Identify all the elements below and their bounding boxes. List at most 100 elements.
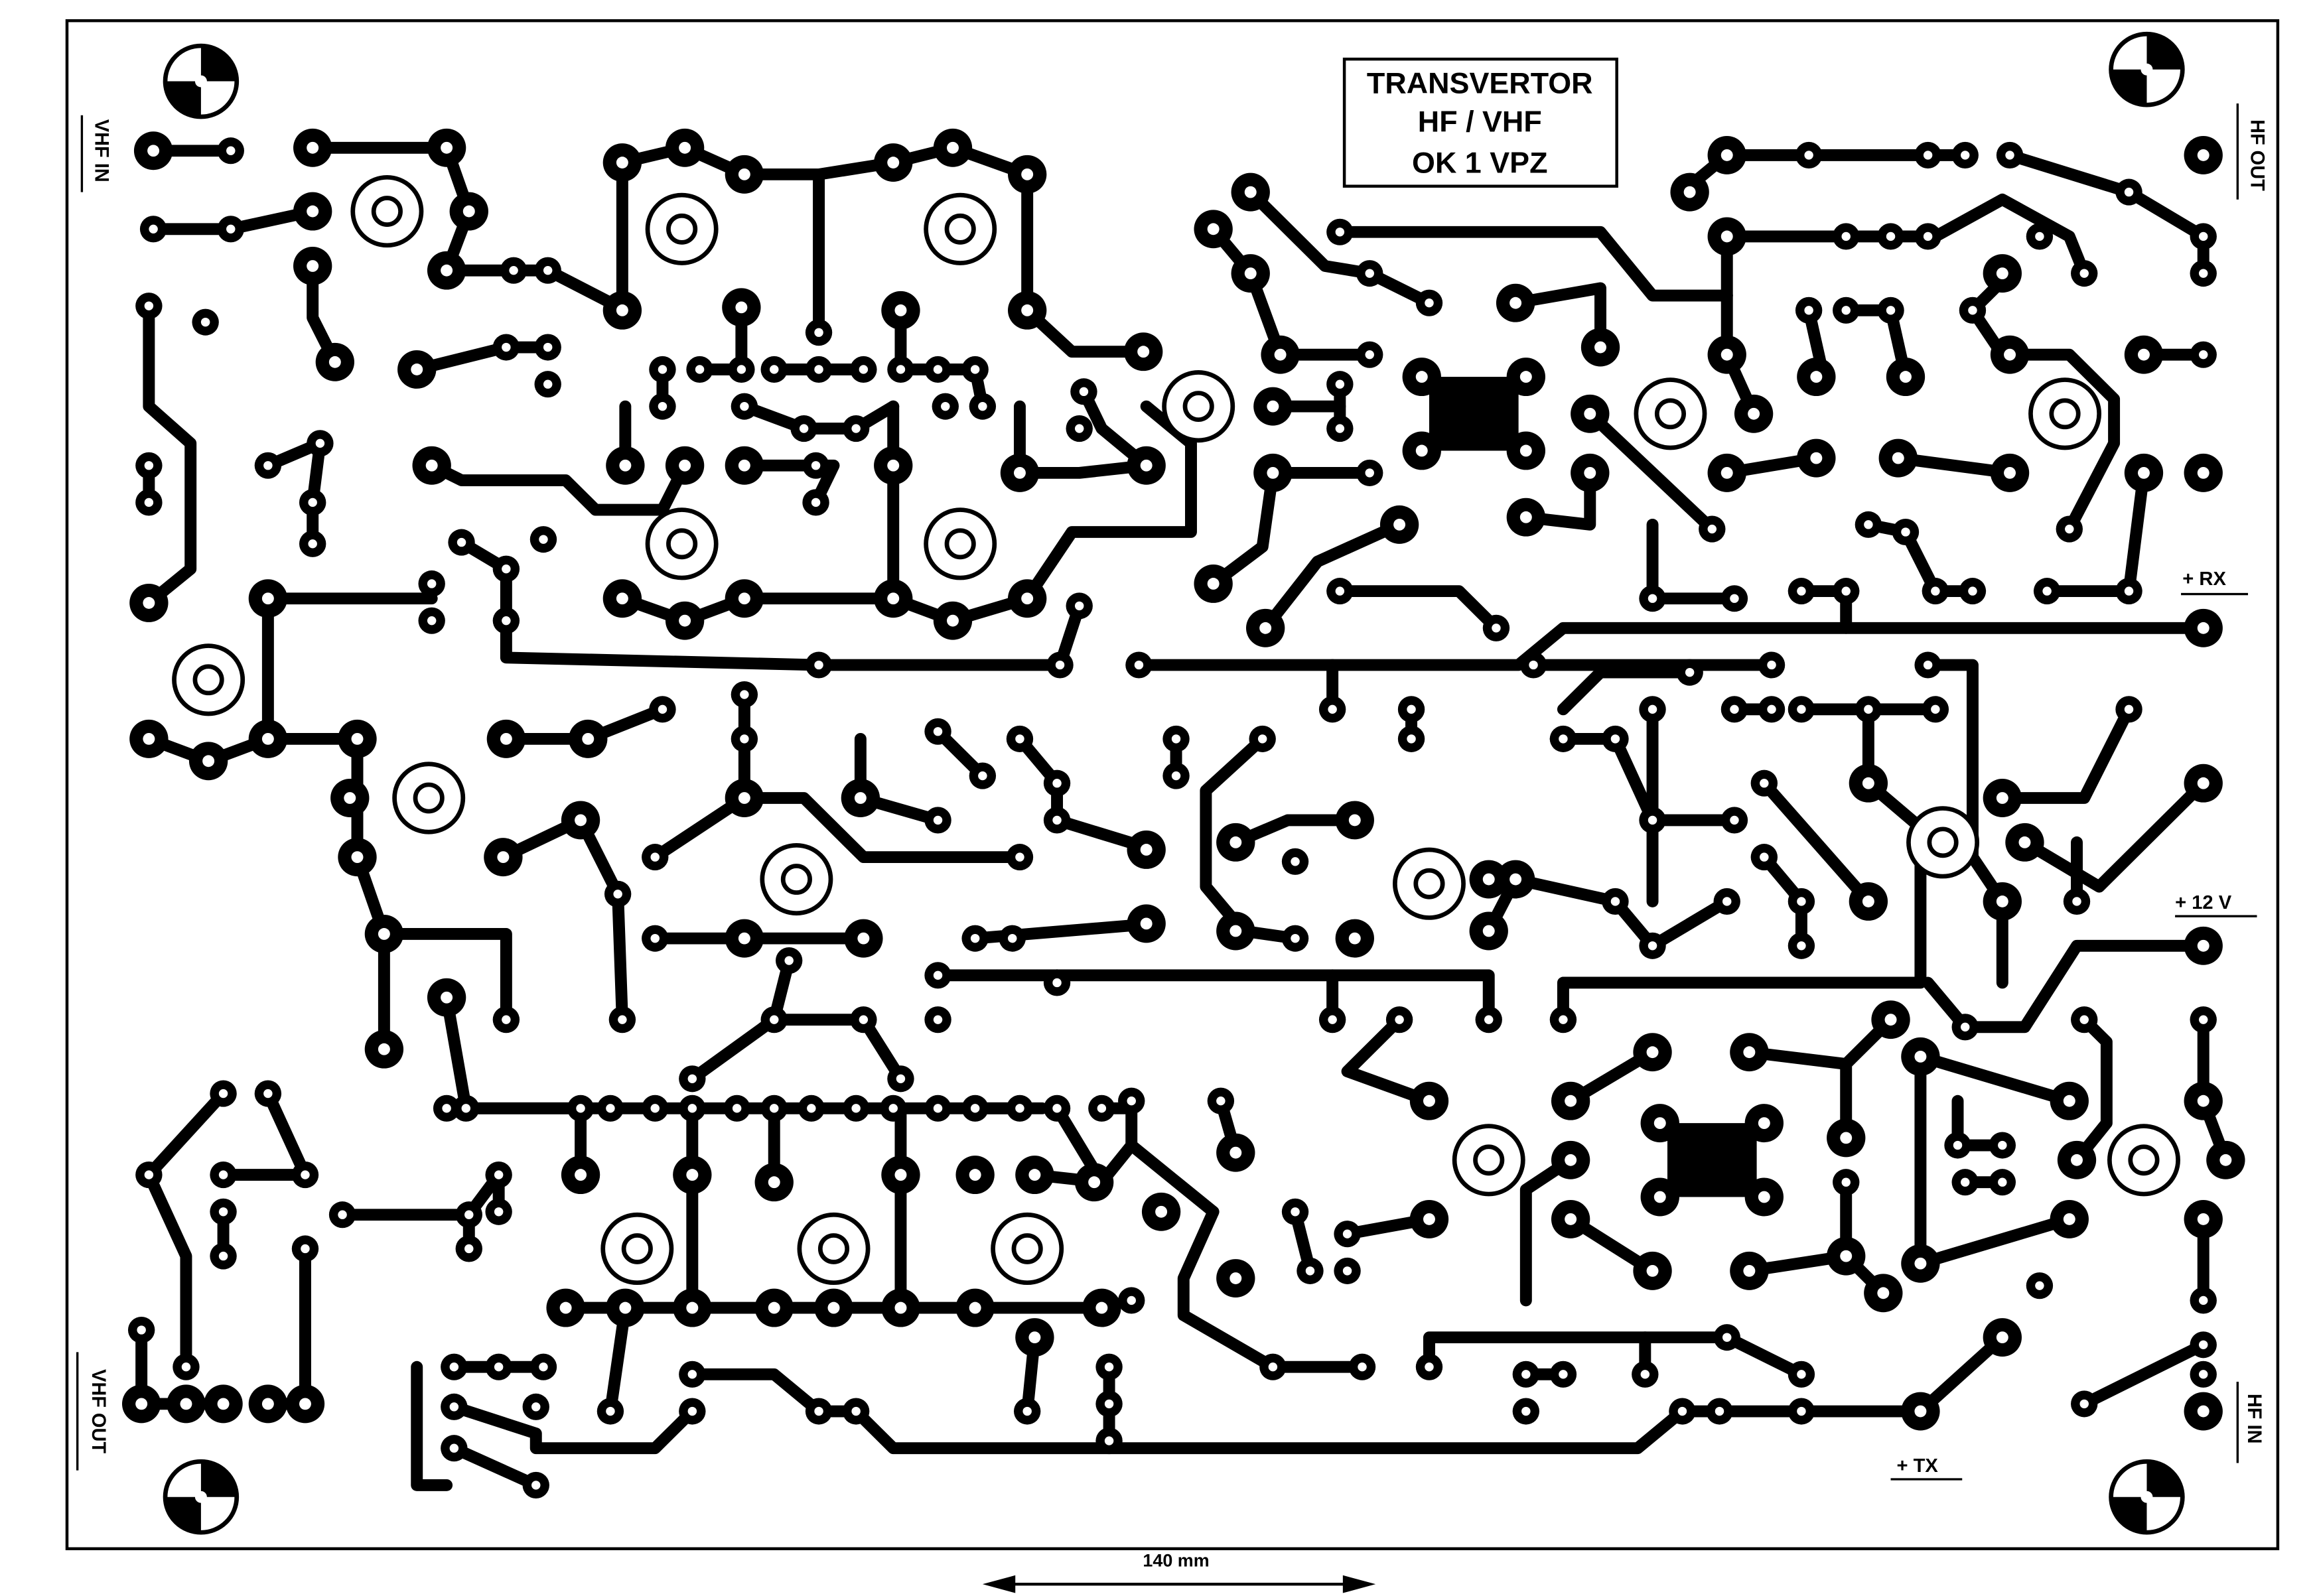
solder-pad-hole [1923,151,1933,160]
solder-pad-hole [494,1363,504,1372]
solder-pad-small [522,1393,549,1420]
solder-pad [129,583,169,622]
solder-pad-hole [1028,1169,1041,1181]
solder-pad-small [924,356,951,383]
solder-pad [1633,1033,1672,1072]
solder-pad [1496,283,1535,322]
solder-pad-hole [1797,1406,1806,1416]
solder-pad [1901,1037,1940,1076]
solder-pad-hole [1640,1370,1650,1379]
solder-pad-small [1549,1006,1577,1033]
solder-pad-hole [202,755,215,767]
solder-pad-small [441,1393,468,1420]
solder-pad-hole [1886,306,1896,315]
solder-pad-small [961,356,989,383]
solder-pad-small [492,1006,520,1033]
coil-ring-pad [392,762,466,834]
solder-pad-small [1914,141,1941,168]
solder-pad-hole [2197,939,2210,952]
solder-pad-small [2115,178,2142,206]
solder-pad-small [1118,1287,1145,1314]
solder-pad-hole [618,1015,627,1024]
solder-pad-hole [2137,348,2150,361]
coil-ring-inner [2049,398,2081,430]
solder-pad-small [1334,1257,1361,1284]
solder-pad-hole [1244,186,1257,198]
solder-pad-hole [1305,1266,1315,1276]
solder-pad-small [1914,651,1941,679]
solder-pad-hole [1584,466,1596,479]
fiducial-hole [194,75,207,88]
solder-pad-small [1720,807,1748,834]
solder-pad-small [850,1006,877,1033]
solder-pad-hole [1074,601,1084,611]
solder-pad-hole [462,205,475,218]
solder-pad [129,719,169,758]
ground-pad-hole [1758,1117,1770,1130]
solder-pad-small [2071,260,2098,287]
solder-pad-hole [1646,1046,1659,1059]
solder-pad-small [534,371,561,398]
coil-ring-pad [1634,377,1707,450]
solder-pad-small [731,393,758,420]
coil-ring-inner [192,664,224,696]
solder-pad-hole [770,365,779,374]
solder-pad-hole [1840,1250,1853,1262]
solder-pad-small [2026,223,2054,250]
solder-pad [1551,1199,1590,1238]
solder-pad-hole [1610,734,1620,744]
fiducial-hole [2140,1491,2153,1503]
solder-pad-hole [1730,704,1739,714]
solder-pad-small [805,651,833,679]
copper-track [1509,873,1733,952]
fiducial-quadrant [2146,34,2183,70]
solder-pad-small [2071,1390,2098,1418]
solder-pad-hole [427,616,437,626]
copper-track [1125,1139,1368,1373]
solder-pad-hole [301,1244,310,1254]
solder-pad-hole [1743,1264,1756,1277]
solder-pad-small [1326,415,1354,442]
solder-pad-hole [933,727,943,736]
solder-pad-small [1043,769,1071,797]
solder-pad-small [1951,141,1979,168]
solder-pad-small [880,1095,907,1122]
solder-pad-small [455,1201,482,1229]
solder-pad-small [1989,1132,2016,1159]
ground-pad [1640,1104,1784,1217]
solder-pad-hole [770,1104,779,1113]
solder-pad [754,1288,794,1327]
solder-pad-small [775,947,803,974]
solder-pad-small [924,1006,951,1033]
solder-pad [841,779,880,817]
coil-ring-inner [666,528,698,560]
solder-pad-hole [449,1443,459,1453]
copper-track [411,341,554,375]
solder-pad-small [192,308,219,336]
solder-pad-small [1415,1353,1443,1380]
solder-pad [602,291,642,330]
solder-pads [121,128,2245,1498]
solder-pad-hole [1797,1370,1806,1379]
solder-pad-small [1482,614,1510,641]
solder-pad-hole [1423,1213,1435,1225]
solder-pad-small [2115,696,2142,723]
solder-pad-small [1959,297,1987,324]
solder-pad-small [1549,725,1577,752]
solder-pad-hole [1914,1257,1927,1270]
solder-pad-hole [2219,1154,2232,1166]
solder-pad [1580,328,1620,367]
solder-pad-hole [768,1301,780,1314]
solder-pad [955,1288,995,1327]
solder-pad-small [1639,696,1666,723]
solder-pad-hole [308,539,317,549]
solder-pad-small [969,393,997,420]
solder-pad-small [1877,223,1904,250]
solder-pad [665,446,705,485]
solder-pad-hole [1229,925,1242,937]
solder-pad-hole [1216,1097,1226,1106]
solder-pad-hole [969,1169,981,1181]
copper-track [1584,407,1719,535]
solder-pad [1983,1318,2022,1357]
solder-pad-hole [1730,815,1739,825]
